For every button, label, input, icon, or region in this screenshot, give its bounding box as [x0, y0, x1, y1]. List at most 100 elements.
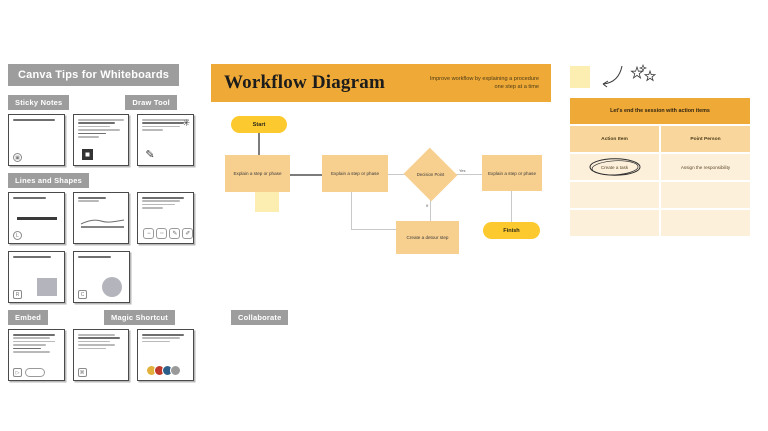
- connector-step3-to-finish: [511, 190, 513, 225]
- connector-decision-to-detour: [430, 197, 432, 222]
- node-step-1[interactable]: Explain a step or phase: [225, 155, 290, 192]
- tip-card-draw-tool[interactable]: ✳ ✎: [137, 114, 195, 166]
- tips-panel-title-row: Canva Tips for Whiteboards: [8, 64, 194, 86]
- sticky-note-icon: ▣: [13, 153, 22, 162]
- table-row[interactable]: [570, 182, 750, 208]
- sparkle-stars-doodle: [630, 63, 657, 82]
- tips-panel[interactable]: Canva Tips for Whiteboards Sticky Notes …: [8, 64, 289, 388]
- tips-section-embed: Embed Magic Shortcut Collaborate ▷: [8, 310, 289, 381]
- cell-point-person[interactable]: [661, 182, 750, 208]
- section-labels: Lines and Shapes: [8, 173, 194, 188]
- section-label-collaborate: Collaborate: [231, 310, 289, 325]
- workflow-diagram[interactable]: Workflow Diagram Improve workflow by exp…: [211, 64, 551, 254]
- node-create-detour-step[interactable]: Create a detour step: [396, 221, 459, 254]
- workflow-title: Workflow Diagram: [224, 72, 385, 93]
- cell-action-item-text: Create a task: [600, 164, 629, 170]
- collaborate-avatars-icon: [146, 365, 182, 376]
- workflow-subtitle: Improve workflow by explaining a procedu…: [429, 75, 539, 90]
- edge-label-if: If: [425, 203, 430, 208]
- tip-card-magic-shortcut[interactable]: ⌘: [72, 329, 130, 381]
- table-row[interactable]: Create a task Assign the responsibility: [570, 154, 750, 180]
- table-row[interactable]: [570, 210, 750, 236]
- edge-label-yes: Yes: [458, 168, 467, 173]
- marker-icon: ✐: [182, 228, 194, 239]
- tip-card-line[interactable]: L: [8, 192, 65, 244]
- section-label-draw-tool: Draw Tool: [125, 95, 177, 110]
- magic-shortcut-icon: ⌘: [77, 368, 87, 377]
- tip-card-squiggle[interactable]: [72, 192, 130, 244]
- squiggle-icon: [80, 219, 124, 228]
- avatar: [170, 365, 182, 376]
- cell-action-item[interactable]: [570, 182, 659, 208]
- sticky-square-doodle[interactable]: [570, 66, 590, 88]
- shape-tools-icon: − ╌ ✎ ✐: [143, 228, 194, 239]
- column-header-point-person: Point Person: [661, 126, 750, 152]
- card-footer: ⌘: [77, 368, 87, 377]
- circle-tool-icon: C: [78, 290, 87, 299]
- circle-scribble-icon: [589, 158, 640, 176]
- card-footer: R: [13, 290, 22, 299]
- tip-card-qr[interactable]: [72, 114, 130, 166]
- card-row: ▷ ⌘: [8, 329, 195, 381]
- card-row: ▣ ✳ ✎: [8, 114, 195, 166]
- node-finish[interactable]: Finish: [483, 222, 540, 239]
- tips-section-sticky-notes: Sticky Notes Draw Tool ▣ ✳: [8, 95, 195, 166]
- tip-card-square-shape[interactable]: R: [8, 251, 65, 303]
- workflow-header: Workflow Diagram Improve workflow by exp…: [211, 64, 551, 102]
- cell-point-person[interactable]: Assign the responsibility: [661, 154, 750, 180]
- cell-action-item[interactable]: Create a task: [570, 154, 659, 180]
- card-footer: ▷: [13, 368, 45, 377]
- tip-card-shape-tools[interactable]: − ╌ ✎ ✐: [137, 192, 195, 244]
- doodle-group: [570, 63, 690, 94]
- connector-start-to-step1: [258, 132, 260, 158]
- square-shape-icon: [37, 278, 57, 296]
- connector-decision-to-step3: [451, 174, 483, 176]
- line-tool-icon: L: [13, 231, 22, 240]
- pencil-icon: ✎: [169, 228, 181, 239]
- card-footer: L: [13, 231, 22, 240]
- connector-step2-to-decision: [388, 174, 411, 176]
- line-icon: [17, 217, 57, 220]
- dash-icon: ╌: [156, 228, 168, 239]
- section-label-embed: Embed: [8, 310, 49, 325]
- cell-action-item[interactable]: [570, 210, 659, 236]
- card-row: R C: [8, 251, 194, 303]
- cell-point-person[interactable]: [661, 210, 750, 236]
- connector-step2-down: [351, 190, 353, 230]
- node-decision-label: Decision Point: [416, 172, 445, 177]
- section-label-lines-and-shapes: Lines and Shapes: [8, 173, 89, 188]
- curved-arrow-doodle: [602, 65, 623, 88]
- embed-link-button[interactable]: [25, 368, 45, 377]
- section-labels: Embed Magic Shortcut Collaborate: [8, 310, 289, 325]
- sparkle-icon: ✳: [182, 118, 191, 128]
- connector-step1-to-step2: [290, 174, 322, 176]
- section-labels: Sticky Notes Draw Tool: [8, 95, 194, 110]
- node-step-3[interactable]: Explain a step or phase: [482, 155, 542, 191]
- action-items-panel[interactable]: Let's end the session with action items …: [570, 98, 750, 236]
- action-items-header: Let's end the session with action items: [570, 98, 750, 124]
- card-footer: ▣: [13, 153, 22, 162]
- sticky-note[interactable]: [255, 190, 279, 212]
- pen-icon: ✎: [145, 149, 155, 161]
- tip-card-collaborate[interactable]: [137, 329, 195, 381]
- tips-section-lines-shapes: Lines and Shapes L: [8, 173, 195, 303]
- minus-icon: −: [143, 228, 155, 239]
- qr-code-icon: [81, 149, 93, 160]
- section-label-sticky-notes: Sticky Notes: [8, 95, 70, 110]
- node-start[interactable]: Start: [231, 116, 287, 133]
- column-header-action-item: Action Item: [570, 126, 659, 152]
- table-header-row: Action Item Point Person: [570, 126, 750, 152]
- rectangle-tool-icon: R: [13, 290, 22, 299]
- section-label-magic-shortcut: Magic Shortcut: [104, 310, 175, 325]
- card-footer: C: [78, 290, 87, 299]
- node-step-2[interactable]: Explain a step or phase: [322, 155, 388, 192]
- tip-card-sticky-note[interactable]: ▣: [8, 114, 65, 166]
- page-title: Canva Tips for Whiteboards: [8, 64, 180, 86]
- node-decision-point[interactable]: Decision Point: [403, 147, 458, 202]
- embed-icon: ▷: [13, 368, 22, 377]
- tip-card-embed[interactable]: ▷: [8, 329, 65, 381]
- connector-step2-to-detour: [351, 229, 396, 231]
- tip-card-circle-shape[interactable]: C: [73, 251, 130, 303]
- card-row: L − ╌ ✎ ✐: [8, 192, 195, 244]
